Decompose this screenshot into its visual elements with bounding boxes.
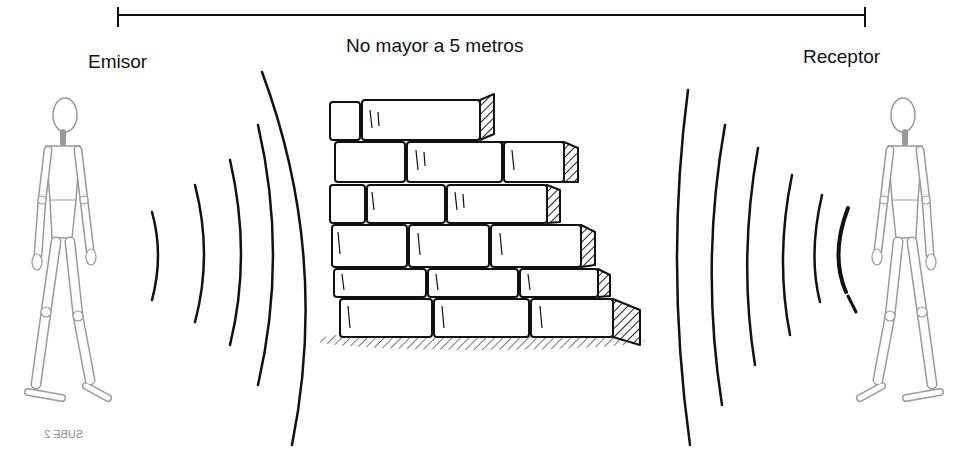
- watermark: SUBE 2: [44, 428, 83, 440]
- dimension-label: No mayor a 5 metros: [346, 36, 523, 57]
- emitter-figure: [28, 98, 108, 398]
- brick-wall: [315, 94, 645, 350]
- receiver-figure: [860, 98, 940, 398]
- sound-waves-left: [152, 72, 306, 445]
- dimension-line: [118, 7, 865, 27]
- sound-waves-right: [677, 90, 856, 445]
- receiver-label: Receptor: [803, 47, 880, 68]
- emitter-label: Emisor: [88, 52, 147, 73]
